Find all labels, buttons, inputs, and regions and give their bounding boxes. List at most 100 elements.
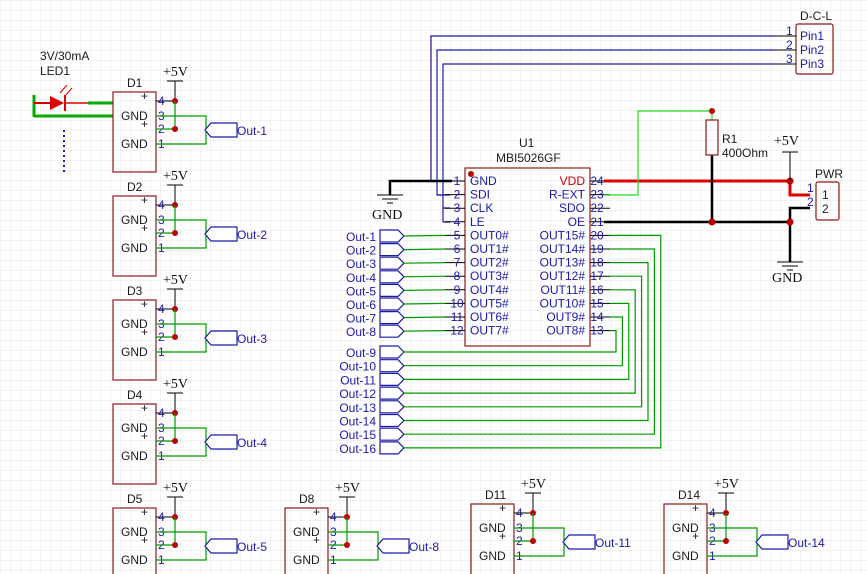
ic-part: MBI5026GF [496, 151, 561, 165]
out-port-label: Out-11 [340, 373, 376, 387]
output-port-icon [562, 534, 596, 550]
module-ref: D8 [299, 492, 315, 506]
dcl-connector[interactable]: D-C-L Pin1 Pin2 Pin3 1 2 3 [776, 9, 834, 75]
out-port-1[interactable]: Out-1 [346, 229, 446, 244]
out-port-11[interactable]: Out-11 [340, 302, 630, 387]
ic-left-pin-name: CLK [470, 201, 493, 215]
ic-left-pin-number: 9 [454, 283, 461, 297]
module-pin-label: + [692, 529, 699, 543]
out-port-label: Out-7 [346, 312, 376, 326]
module-power-label: +5V [163, 273, 188, 288]
module-pin-label: GND [121, 525, 148, 539]
out-port-4[interactable]: Out-4 [346, 270, 446, 285]
module-pin-label: + [141, 221, 148, 235]
out-port-14[interactable]: Out-14 [339, 262, 649, 429]
led1[interactable]: 3V/30mA LED1 [32, 49, 113, 175]
module-power-label: +5V [163, 169, 188, 184]
module-ref: D5 [127, 492, 143, 506]
pwr-gnd-label: GND [772, 271, 802, 286]
module-net-label: Out-5 [237, 540, 267, 554]
out-port-6[interactable]: Out-6 [346, 297, 446, 312]
module-pin-label: + [141, 429, 148, 443]
output-port-icon [379, 441, 405, 455]
ic-left-pin-number: 12 [450, 324, 464, 338]
ic-left-pin-number: 7 [454, 256, 461, 270]
out-port-7[interactable]: Out-7 [346, 311, 446, 326]
pwr-connector[interactable]: PWR 1 2 1 2 [807, 167, 843, 221]
module-pin-label: GND [293, 553, 320, 567]
output-port-icon [204, 434, 238, 450]
ic-left-pin-name: GND [470, 174, 497, 188]
output-port-icon [379, 229, 405, 243]
output-port-icon [379, 372, 405, 386]
ic-right-pin-name: OUT14# [540, 242, 586, 256]
ic-left-pin-number: 2 [454, 188, 461, 202]
ic-left-pin-name: OUT2# [470, 256, 509, 270]
out-port-10[interactable]: Out-10 [339, 316, 624, 374]
ic-gnd-label: GND [372, 208, 402, 223]
ic-right-pin-number: 17 [590, 269, 604, 283]
ic-right-pin-number: 22 [590, 201, 604, 215]
ic-right-pin-number: 24 [590, 174, 604, 188]
module-ref: D11 [485, 488, 506, 502]
module-body [112, 195, 157, 277]
ic-left-pin-name: OUT5# [470, 296, 509, 310]
output-port-icon [379, 359, 405, 373]
module-ref: D2 [127, 180, 143, 194]
ic-right-pin-number: 23 [590, 188, 604, 202]
out-port-12[interactable]: Out-12 [339, 289, 636, 401]
ic-left-pin-number: 11 [451, 310, 464, 324]
ic-left-pin-name: OUT7# [470, 324, 509, 338]
out-port-3[interactable]: Out-3 [346, 256, 446, 271]
output-port-icon [379, 270, 405, 284]
ic-gnd: GND [372, 179, 452, 223]
out-port-label: Out-15 [339, 428, 376, 442]
output-port-icon [379, 297, 405, 311]
out-port-8[interactable]: Out-8 [346, 324, 446, 339]
ic-left-pin-number: 8 [454, 269, 461, 283]
ic-right-pin-name: OE [568, 215, 585, 229]
module-ref: D4 [127, 388, 143, 402]
r1-power-label: +5V [774, 134, 799, 149]
output-port-icon [379, 427, 405, 441]
out-port-label: Out-12 [339, 387, 376, 401]
pwr-num1: 1 [807, 181, 814, 195]
out-port-label: Out-3 [346, 257, 376, 271]
ic-right-pin-number: 20 [590, 228, 604, 242]
ground-symbol-icon [377, 194, 403, 204]
ic-left-pin-name: SDI [470, 188, 490, 202]
pwr-body [815, 181, 840, 221]
out-port-13[interactable]: Out-13 [339, 275, 643, 415]
out-port-15[interactable]: Out-15 [339, 248, 656, 442]
dcl-pin3: Pin3 [800, 57, 824, 71]
module-net-label: Out-14 [788, 536, 825, 550]
dcl-num2: 2 [786, 38, 793, 52]
dcl-ref: D-C-L [800, 9, 832, 23]
output-port-icon [204, 122, 238, 138]
module-power-label: +5V [163, 65, 188, 80]
out-port-label: Out-8 [346, 325, 376, 339]
output-port-icon [379, 345, 405, 359]
out-port-label: Out-13 [339, 401, 376, 415]
resistor-r1[interactable]: R1 400Ohm [705, 108, 768, 160]
led-icon [32, 84, 113, 175]
module-net-label: Out-8 [409, 540, 439, 554]
module-power-label: +5V [335, 481, 360, 496]
out-port-16[interactable]: Out-16 [339, 234, 662, 456]
out-port-5[interactable]: Out-5 [346, 283, 446, 298]
module-pin-label: GND [121, 421, 148, 435]
ic-left-pin-number: 5 [454, 228, 461, 242]
out-port-2[interactable]: Out-2 [346, 243, 446, 258]
out-port-9[interactable]: Out-9 [346, 330, 617, 360]
